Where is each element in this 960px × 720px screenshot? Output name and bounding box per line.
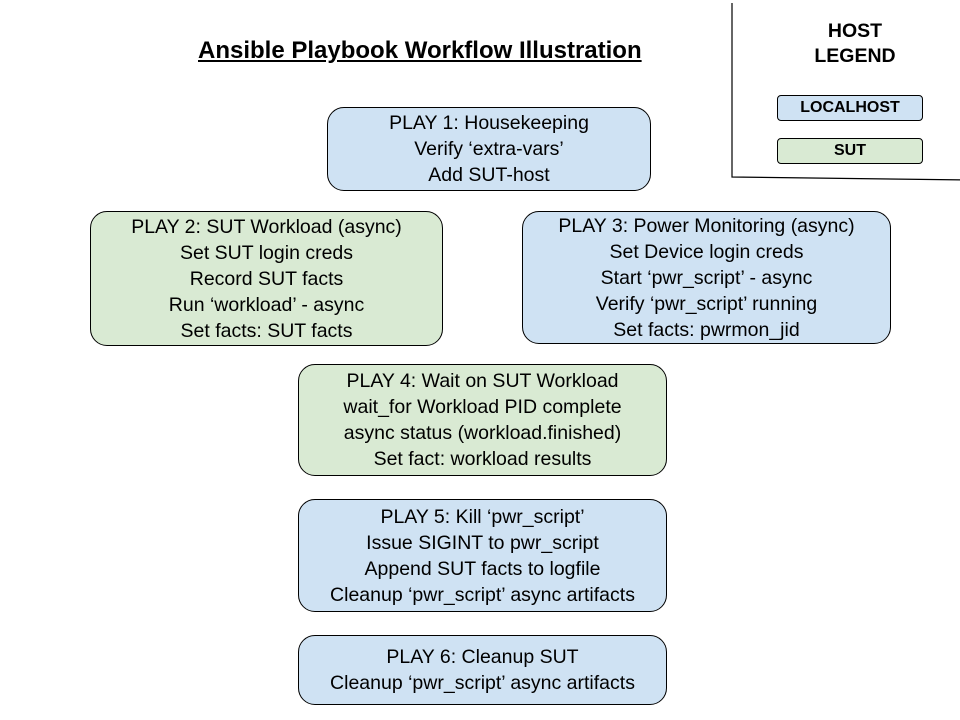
play-2-box: PLAY 2: SUT Workload (async) Set SUT logi… — [90, 211, 443, 346]
play-task: Issue SIGINT to pwr_script — [366, 531, 599, 554]
play-task: Add SUT-host — [428, 164, 550, 186]
legend-item-localhost: LOCALHOST — [777, 95, 923, 121]
play-task: Set facts: SUT facts — [180, 319, 353, 342]
play-title: PLAY 2: SUT Workload (async) — [131, 215, 402, 238]
legend-item-sut: SUT — [777, 138, 923, 164]
play-task: Set Device login creds — [609, 240, 804, 263]
diagram-title: Ansible Playbook Workflow Illustration — [198, 37, 642, 64]
play-task: Cleanup ‘pwr_script’ async artifacts — [330, 672, 635, 694]
play-task: Verify ‘pwr_script’ running — [595, 292, 818, 315]
play-task: Run ‘workload’ - async — [168, 293, 365, 316]
play-title: PLAY 4: Wait on SUT Workload — [346, 370, 619, 392]
play-task: Set facts: pwrmon_jid — [613, 318, 800, 341]
play-task: Set SUT login creds — [179, 241, 354, 264]
play-5-box: PLAY 5: Kill ‘pwr_script’ Issue SIGINT to… — [298, 499, 667, 612]
play-task: wait_for Workload PID complete — [343, 396, 622, 418]
play-3-box: PLAY 3: Power Monitoring (async) Set Devi… — [522, 211, 891, 344]
play-task: Set fact: workload results — [373, 448, 592, 470]
play-4-box: PLAY 4: Wait on SUT Workload wait_for Wor… — [298, 364, 667, 476]
play-6-box: PLAY 6: Cleanup SUT Cleanup ‘pwr_script’ … — [298, 635, 667, 705]
legend-title-line1: HOST — [827, 20, 883, 42]
play-title: PLAY 6: Cleanup SUT — [386, 646, 579, 668]
legend-border — [731, 3, 960, 181]
play-title: PLAY 5: Kill ‘pwr_script’ — [380, 505, 585, 528]
play-title: PLAY 1: Housekeeping — [389, 112, 589, 134]
play-task: Append SUT facts to logfile — [364, 557, 601, 580]
play-title: PLAY 3: Power Monitoring (async) — [558, 214, 855, 237]
play-task: Record SUT facts — [189, 267, 344, 290]
play-task: async status (workload.finished) — [343, 422, 622, 444]
play-task: Verify ‘extra-vars’ — [414, 138, 564, 160]
legend-title: HOST LEGEND — [790, 19, 920, 69]
play-task: Start ‘pwr_script’ - async — [600, 266, 813, 289]
play-task: Cleanup ‘pwr_script’ async artifacts — [330, 583, 635, 606]
legend-title-line2: LEGEND — [814, 45, 896, 67]
